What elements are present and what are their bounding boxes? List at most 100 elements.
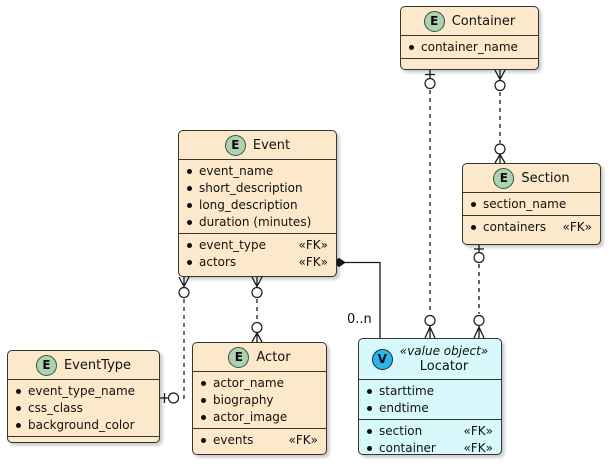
fk-row: actors «FK» <box>179 254 336 271</box>
fk-name: section <box>379 424 423 438</box>
fk-row: section «FK» <box>359 423 501 440</box>
fk-tag: «FK» <box>463 441 493 455</box>
entity-container-header: E Container <box>401 7 538 35</box>
fk-row: container «FK» <box>359 440 501 457</box>
attribute-name: section_name <box>483 197 567 211</box>
attribute-compartment: actor_name biography actor_image <box>193 371 326 428</box>
entity-title: Actor <box>256 349 291 365</box>
fk-row: events «FK» <box>193 432 326 449</box>
entity-container: E Container container_name <box>400 6 539 70</box>
attribute-row: actor_image <box>193 409 326 426</box>
entity-icon: E <box>35 354 57 376</box>
attribute-name: biography <box>213 393 274 407</box>
attribute-name: duration (minutes) <box>199 215 312 229</box>
entity-locator-header: V «value object» Locator <box>359 339 501 379</box>
attribute-name: starttime <box>379 384 435 398</box>
entity-locator: V «value object» Locator starttime endti… <box>358 338 502 455</box>
fk-compartment-empty <box>401 58 538 69</box>
entity-title: Locator <box>419 358 469 374</box>
bullet-icon <box>201 398 206 403</box>
bullet-icon <box>201 415 206 420</box>
fk-name: actors <box>199 255 237 269</box>
fk-name: event_type <box>199 238 266 252</box>
entity-section-header: E Section <box>463 164 600 192</box>
bullet-icon <box>201 381 206 386</box>
bullet-icon <box>187 260 192 265</box>
fk-name: containers <box>483 220 547 234</box>
attribute-name: container_name <box>421 40 518 54</box>
entity-event-header: E Event <box>179 131 336 159</box>
attribute-name: event_name <box>199 164 274 178</box>
entity-eventtype-header: E EventType <box>8 351 159 379</box>
bullet-icon <box>367 406 372 411</box>
bullet-icon <box>16 406 21 411</box>
entity-title: Section <box>521 170 570 186</box>
bullet-icon <box>187 186 192 191</box>
attribute-compartment: container_name <box>401 35 538 58</box>
bullet-icon <box>187 169 192 174</box>
entity-event: E Event event_name short_description lon… <box>178 130 337 277</box>
attribute-compartment: starttime endtime <box>359 379 501 419</box>
fk-name: events <box>213 433 254 447</box>
entity-section: E Section section_name containers «FK» <box>462 163 601 245</box>
attribute-name: endtime <box>379 401 429 415</box>
edge-container-section <box>494 69 506 164</box>
bullet-icon <box>16 389 21 394</box>
entity-actor: E Actor actor_name biography actor_image… <box>192 342 327 455</box>
fk-tag: «FK» <box>562 220 592 234</box>
bullet-icon <box>367 429 372 434</box>
bullet-icon <box>409 45 414 50</box>
fk-compartment-empty <box>8 436 159 442</box>
attribute-compartment: event_name short_description long_descri… <box>179 159 336 233</box>
entity-eventtype: E EventType event_type_name css_class ba… <box>7 350 160 443</box>
fk-compartment: section «FK» container «FK» <box>359 419 501 459</box>
attribute-row: event_name <box>179 163 336 180</box>
attribute-row: biography <box>193 392 326 409</box>
fk-tag: «FK» <box>288 433 318 447</box>
bullet-icon <box>367 446 372 451</box>
fk-tag: «FK» <box>298 238 328 252</box>
edge-section-locator <box>473 245 485 339</box>
attribute-name: short_description <box>199 181 303 195</box>
attribute-name: long_description <box>199 198 298 212</box>
entity-icon: E <box>423 10 445 32</box>
fk-compartment: event_type «FK» actors «FK» <box>179 233 336 276</box>
attribute-compartment: section_name <box>463 192 600 215</box>
bullet-icon <box>471 202 476 207</box>
attribute-row: background_color <box>8 417 159 434</box>
entity-title: Container <box>451 13 516 29</box>
bullet-icon <box>201 438 206 443</box>
fk-compartment: events «FK» <box>193 428 326 454</box>
attribute-row: starttime <box>359 383 501 400</box>
fk-row: containers «FK» <box>463 219 600 236</box>
attribute-name: actor_image <box>213 410 288 424</box>
entity-icon: E <box>224 134 246 156</box>
fk-name: container <box>379 441 436 455</box>
bullet-icon <box>187 203 192 208</box>
attribute-name: actor_name <box>213 376 284 390</box>
bullet-icon <box>471 225 476 230</box>
bullet-icon <box>187 220 192 225</box>
fk-tag: «FK» <box>463 424 493 438</box>
bullet-icon <box>187 243 192 248</box>
attribute-row: short_description <box>179 180 336 197</box>
entity-title: EventType <box>63 357 132 373</box>
fk-compartment: containers «FK» <box>463 215 600 244</box>
attribute-row: long_description <box>179 197 336 214</box>
attribute-row: actor_name <box>193 375 326 392</box>
fk-row: event_type «FK» <box>179 237 336 254</box>
attribute-name: event_type_name <box>28 384 136 398</box>
entity-title: Event <box>252 137 291 153</box>
edge-container-locator <box>424 70 436 339</box>
attribute-row: endtime <box>359 400 501 417</box>
attribute-row: duration (minutes) <box>179 214 336 231</box>
entity-icon: E <box>228 346 250 368</box>
attribute-row: section_name <box>463 196 600 213</box>
edge-event-actor <box>251 276 263 343</box>
bullet-icon <box>367 389 372 394</box>
entity-actor-header: E Actor <box>193 343 326 371</box>
fk-tag: «FK» <box>298 255 328 269</box>
attribute-name: css_class <box>28 401 83 415</box>
attribute-row: event_type_name <box>8 383 159 400</box>
